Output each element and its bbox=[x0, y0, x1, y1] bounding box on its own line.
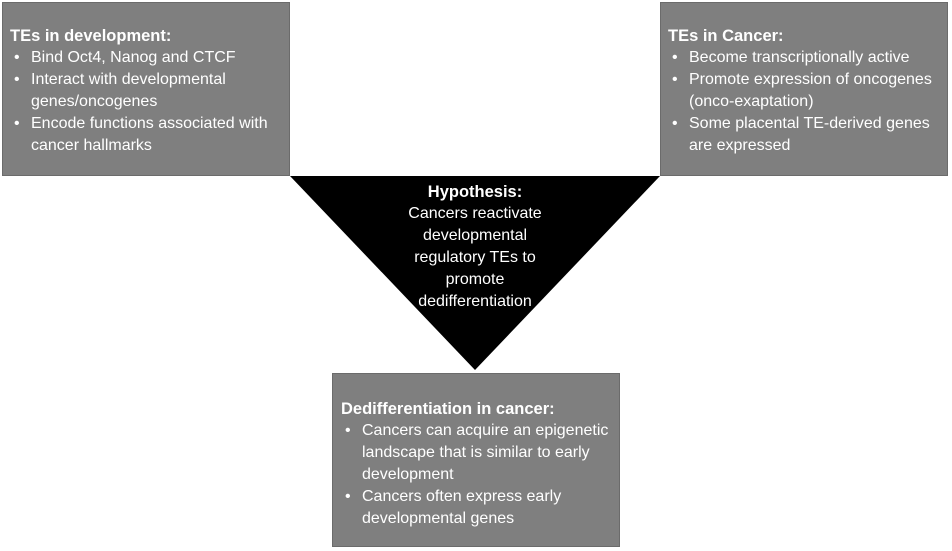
dedifferentiation-item: Cancers can acquire an epigenetic landsc… bbox=[341, 420, 613, 486]
dedifferentiation-title: Dedifferentiation in cancer: bbox=[341, 400, 555, 418]
development-list: Bind Oct4, Nanog and CTCF Interact with … bbox=[10, 47, 283, 157]
hypothesis-line: promote bbox=[445, 271, 505, 288]
hypothesis-line: Cancers reactivate bbox=[408, 205, 542, 222]
hypothesis-title: Hypothesis: bbox=[427, 183, 523, 201]
triangle-shape bbox=[290, 176, 660, 370]
hypothesis-line: dedifferentiation bbox=[418, 293, 532, 310]
development-box: TEs in development: Bind Oct4, Nanog and… bbox=[2, 2, 290, 176]
development-item: Encode functions associated with cancer … bbox=[10, 113, 283, 157]
cancer-list: Become transcriptionally active Promote … bbox=[668, 47, 941, 157]
cancer-item: Promote expression of oncogenes (onco-ex… bbox=[668, 69, 941, 113]
cancer-title: TEs in Cancer: bbox=[668, 27, 784, 45]
hypothesis-text: Hypothesis: Cancers reactivate developme… bbox=[375, 181, 575, 313]
dedifferentiation-box: Dedifferentiation in cancer: Cancers can… bbox=[332, 373, 620, 547]
cancer-item: Some placental TE-derived genes are expr… bbox=[668, 113, 941, 157]
hypothesis-line: developmental bbox=[422, 227, 528, 244]
cancer-item: Become transcriptionally active bbox=[668, 47, 941, 69]
cancer-box: TEs in Cancer: Become transcriptionally … bbox=[660, 2, 948, 176]
development-item: Interact with developmental genes/oncoge… bbox=[10, 69, 283, 113]
dedifferentiation-list: Cancers can acquire an epigenetic landsc… bbox=[341, 420, 613, 530]
development-title: TEs in development: bbox=[10, 27, 172, 45]
hypothesis-line: regulatory TEs to bbox=[414, 249, 536, 266]
dedifferentiation-item: Cancers often express early developmenta… bbox=[341, 486, 613, 530]
development-item: Bind Oct4, Nanog and CTCF bbox=[10, 47, 283, 69]
